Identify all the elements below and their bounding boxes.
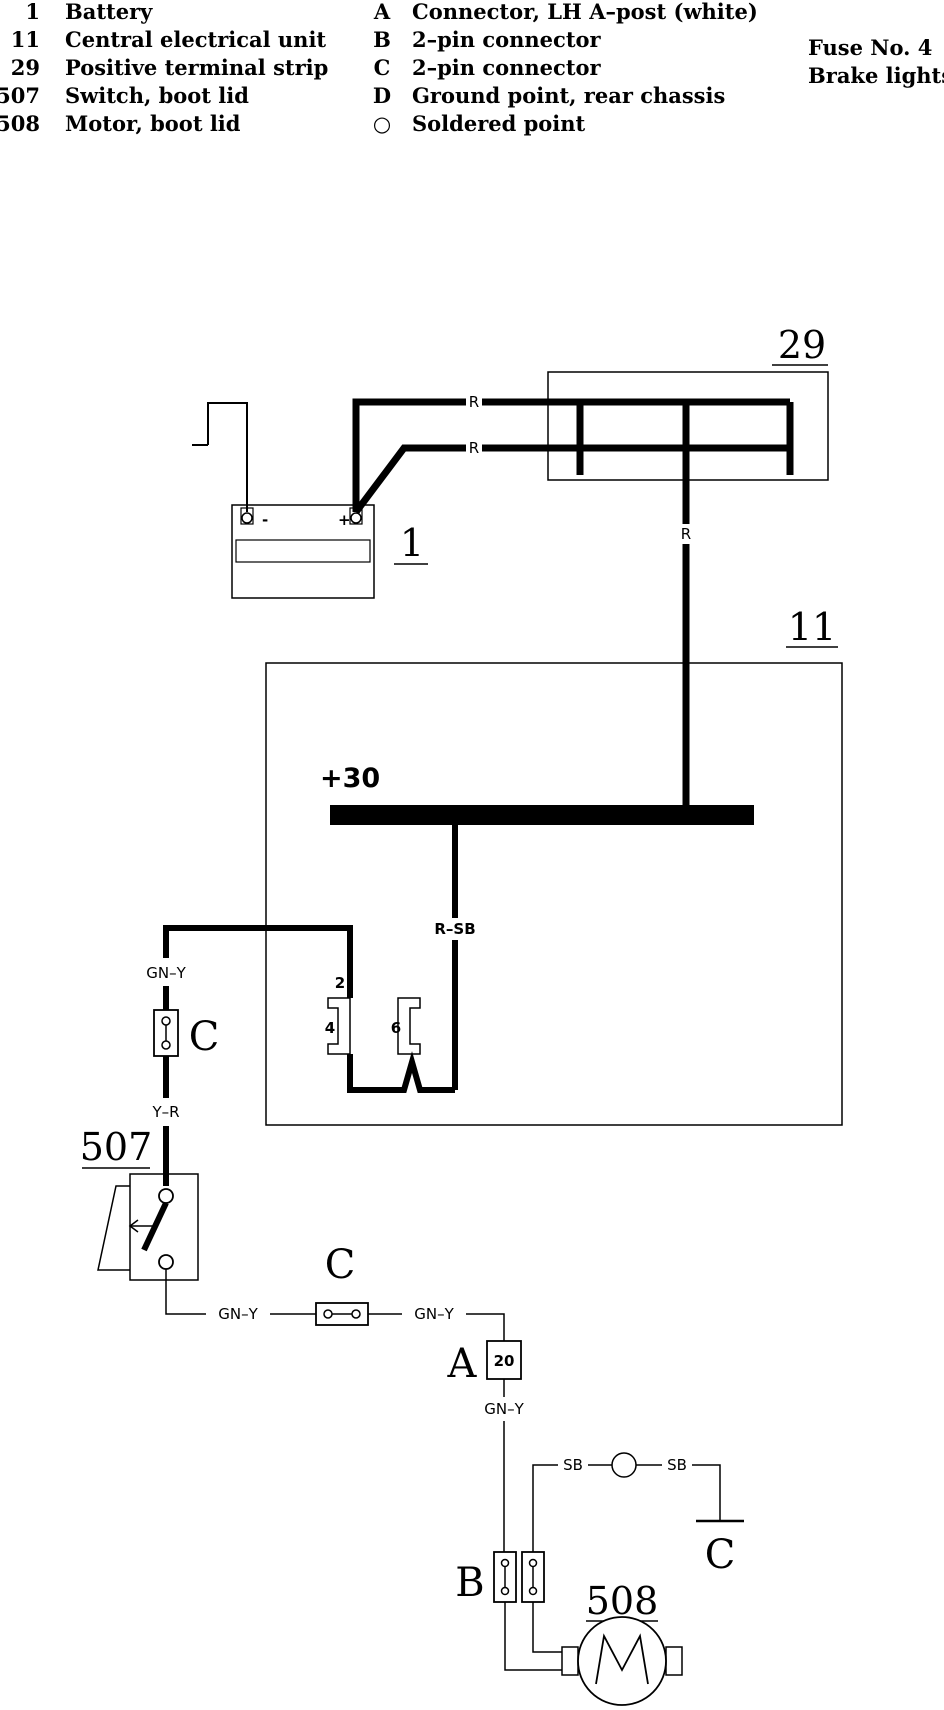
- legend-key-b: B: [373, 27, 391, 52]
- soldered-point: [611, 1452, 637, 1478]
- motor-number: 508: [586, 1579, 659, 1623]
- wire-label-gn-y-right: GN–Y: [414, 1305, 454, 1323]
- legend-key-soldered: ○: [373, 111, 391, 136]
- legend-label-soldered: Soldered point: [412, 111, 586, 136]
- legend-num-1: 1: [25, 0, 40, 24]
- legend-num-508: 508: [0, 111, 40, 136]
- legend-label-29: Positive terminal strip: [65, 55, 328, 80]
- battery-plus-sign: +: [338, 511, 351, 529]
- legend-fuse: Fuse No. 4 Brake lights: [808, 35, 944, 88]
- wire-label-sb-right: SB: [667, 1456, 687, 1474]
- wire-label-r-sb: R–SB: [434, 920, 475, 938]
- legend-num-29: 29: [11, 55, 40, 80]
- motor-508: 508: [561, 1579, 683, 1706]
- fuse-pin-4: 4: [325, 1019, 335, 1037]
- legend-label-a: Connector, LH A–post (white): [412, 0, 758, 24]
- legend-connectors: A Connector, LH A–post (white) B 2–pin c…: [373, 0, 758, 136]
- terminal-strip-number: 29: [778, 323, 826, 367]
- bus-bar-30: [330, 805, 754, 825]
- connector-c-middle-label: C: [325, 1242, 356, 1288]
- connector-c-upper-label: C: [189, 1014, 220, 1060]
- legend-label-508: Motor, boot lid: [65, 111, 241, 136]
- wire-label-sb-left: SB: [563, 1456, 583, 1474]
- legend-key-d: D: [373, 83, 391, 108]
- legend-label-507: Switch, boot lid: [65, 83, 249, 108]
- fuse-pin-2: 2: [335, 974, 345, 992]
- legend-label-c: 2–pin connector: [412, 55, 602, 80]
- legend-components: 1 Battery 11 Central electrical unit 29 …: [0, 0, 328, 136]
- battery-1: - + 1: [231, 504, 428, 599]
- connector-c-upper: GN–Y C Y–R: [146, 964, 219, 1186]
- wire-strip-to-bus: R: [681, 475, 691, 812]
- fuse-pin-6: 6: [391, 1019, 401, 1037]
- battery-number: 1: [400, 521, 424, 565]
- fuse-number: Fuse No. 4: [808, 35, 932, 60]
- switch-number: 507: [80, 1125, 153, 1169]
- legend-label-b: 2–pin connector: [412, 27, 602, 52]
- terminal-strip-29: 29: [547, 323, 829, 481]
- legend-key-a: A: [373, 0, 391, 24]
- wire-label-gn-y-upper: GN–Y: [146, 964, 186, 982]
- central-electrical-unit-11: 11 +30 R–SB 2 4 6: [163, 605, 843, 1126]
- connector-b: B: [455, 1551, 545, 1606]
- central-unit-number: 11: [788, 605, 836, 649]
- wire-label-gn-y-left: GN–Y: [218, 1305, 258, 1323]
- wire-label-y-r: Y–R: [151, 1103, 179, 1121]
- connector-c-ground-label: C: [705, 1532, 736, 1578]
- battery-ground: [192, 402, 248, 512]
- ground-branch: SB SB C: [532, 1452, 744, 1578]
- connector-a: 20 A GN–Y: [447, 1340, 525, 1552]
- legend-num-507: 507: [0, 83, 40, 108]
- legend-num-11: 11: [11, 27, 40, 52]
- switch-507: 507: [80, 1125, 199, 1281]
- battery-minus-sign: -: [262, 511, 268, 529]
- wire-label-r-down: R: [681, 525, 691, 543]
- legend-label-11: Central electrical unit: [65, 27, 326, 52]
- bus-label-plus30: +30: [320, 763, 380, 794]
- legend-label-1: Battery: [65, 0, 153, 24]
- connector-a-label: A: [447, 1341, 478, 1387]
- legend-label-d: Ground point, rear chassis: [412, 83, 725, 108]
- battery-positive-cables: R R: [352, 393, 580, 515]
- wire-b-to-motor: [504, 1602, 562, 1671]
- legend-key-c: C: [374, 55, 391, 80]
- wire-label-r-mid: R: [469, 439, 479, 457]
- connector-a-pin: 20: [494, 1352, 515, 1370]
- wire-label-gn-y-lower: GN–Y: [484, 1400, 524, 1418]
- wire-switch-to-a: GN–Y C GN–Y: [165, 1242, 505, 1341]
- connector-b-label: B: [455, 1560, 484, 1606]
- fuse-circuit: Brake lights: [808, 63, 944, 88]
- wire-label-r-top: R: [469, 393, 479, 411]
